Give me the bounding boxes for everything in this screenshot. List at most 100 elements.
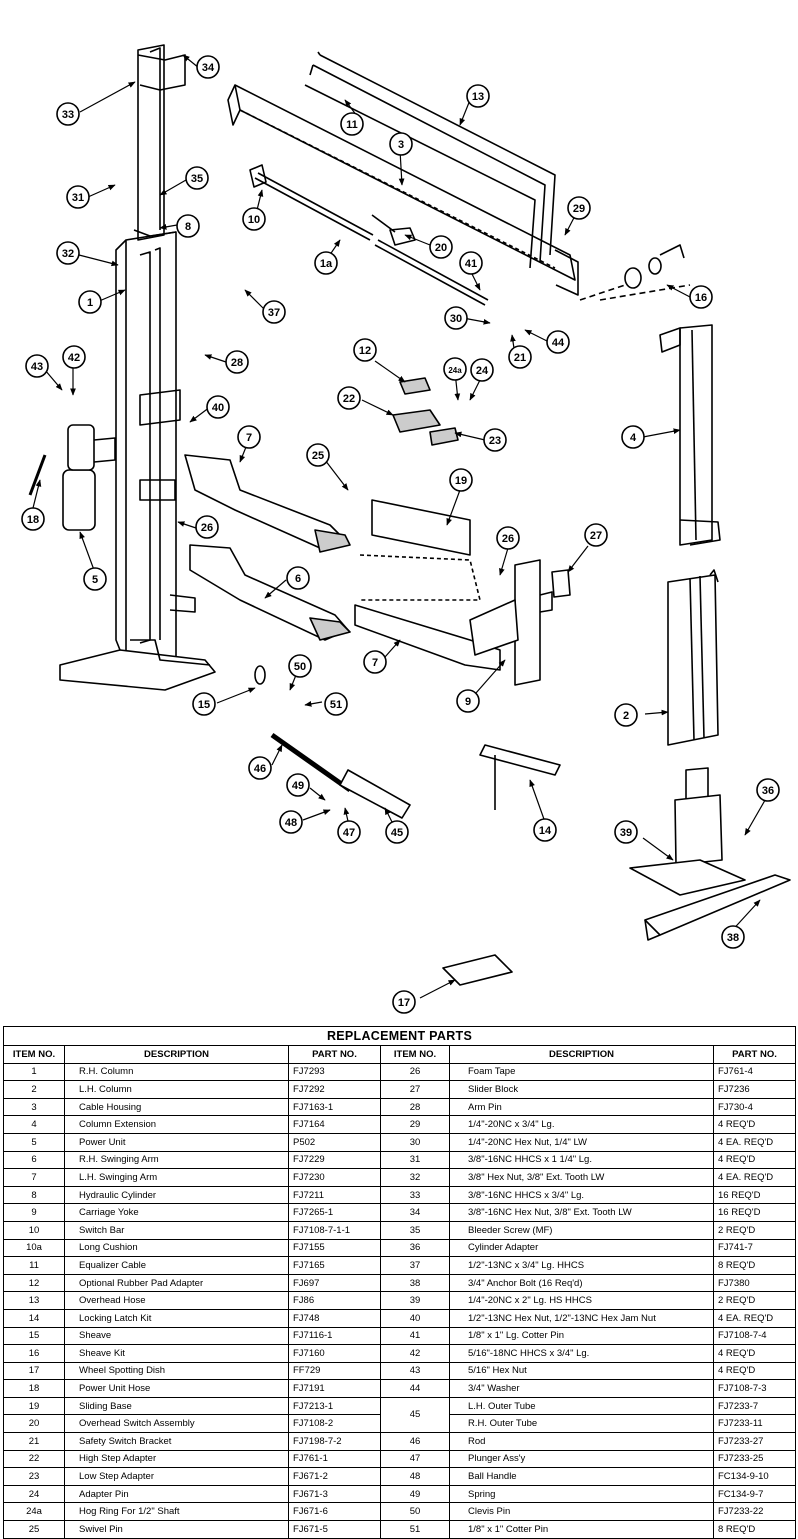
callout-circle	[621, 425, 645, 449]
callout-label: 44	[552, 337, 565, 349]
right-item-no: 48	[380, 1467, 450, 1486]
callout-circle	[340, 112, 364, 136]
callout-17: 17	[392, 990, 416, 1014]
right-part-no: 4 REQ'D	[712, 1150, 797, 1170]
left-description: Overhead Hose	[64, 1291, 289, 1310]
callout-label: 22	[343, 393, 355, 405]
right-part-no: 4 EA. REQ'D	[712, 1132, 797, 1152]
callout-label: 50	[294, 661, 306, 673]
right-item-no: 36	[380, 1238, 450, 1258]
right-description: 1/2"-13NC Hex Nut, 1/2"-13NC Hex Jam Nut	[449, 1308, 714, 1328]
callout-25: 25	[306, 443, 330, 467]
callout-label: 4	[630, 432, 637, 444]
right-description: Ball Handle	[449, 1467, 714, 1486]
callout-label: 9	[465, 696, 471, 708]
callout-circle	[337, 386, 361, 410]
callout-14: 14	[533, 818, 557, 842]
left-part-no: FJ761-1	[288, 1449, 381, 1469]
left-part-no: FJ7108-2	[288, 1414, 381, 1434]
callout-label: 26	[502, 533, 514, 545]
callout-label: 51	[330, 699, 342, 711]
callout-circle	[185, 166, 209, 190]
callout-label: 3	[398, 139, 404, 151]
callout-label: 32	[62, 248, 74, 260]
callout-28: 28	[225, 350, 249, 374]
callout-circle	[314, 251, 338, 275]
callout-circle	[470, 358, 494, 382]
callout-48: 48	[279, 810, 303, 834]
callout-circle	[337, 820, 361, 844]
callout-16: 16	[689, 285, 713, 309]
left-part-no: FJ7229	[288, 1150, 381, 1170]
callout-label: 15	[198, 699, 210, 711]
callout-21: 21	[508, 345, 532, 369]
left-description: Equalizer Cable	[64, 1256, 289, 1275]
callout-label: 23	[489, 435, 501, 447]
left-part-no: FJ7155	[288, 1238, 381, 1258]
callout-label: 37	[268, 307, 280, 319]
callout-36: 36	[756, 778, 780, 802]
left-item-no: 19	[3, 1396, 65, 1416]
callout-46: 46	[248, 756, 272, 780]
callout-30: 30	[444, 306, 468, 330]
left-item-no: 13	[3, 1291, 65, 1310]
callout-circle	[496, 526, 520, 550]
left-description: Carriage Yoke	[64, 1203, 289, 1222]
right-item-no: 30	[380, 1132, 450, 1152]
callout-18: 18	[21, 507, 45, 531]
left-description: Column Extension	[64, 1115, 289, 1134]
right-description: 3/8" Hex Nut, 3/8" Ext. Tooth LW	[449, 1168, 714, 1187]
callout-label: 2	[623, 710, 629, 722]
callout-10: 10	[242, 207, 266, 231]
right-item-no: 39	[380, 1291, 450, 1310]
right-item-no: 42	[380, 1344, 450, 1363]
callout-4: 4	[621, 425, 645, 449]
right-part-no: 2 REQ'D	[712, 1291, 797, 1310]
right-item-no: 26	[380, 1062, 450, 1082]
callout-label: 41	[465, 258, 477, 270]
lh-base-drawing	[629, 767, 791, 941]
right-description: Arm Pin	[449, 1097, 714, 1117]
left-item-no: 25	[3, 1520, 65, 1539]
right-item-no: 46	[380, 1432, 450, 1451]
callout-42: 42	[62, 345, 86, 369]
right-description: 5/16"-18NC HHCS x 3/4" Lg.	[449, 1344, 714, 1363]
right-part-no: 8 REQ'D	[712, 1256, 797, 1275]
right-description: R.H. Outer Tube	[449, 1414, 714, 1434]
left-item-no: 8	[3, 1185, 65, 1205]
right-description: Plunger Ass'y	[449, 1449, 714, 1469]
callout-label: 5	[92, 574, 98, 586]
left-description: Low Step Adapter	[64, 1467, 289, 1486]
right-description: 1/4"-20NC Hex Nut, 1/4" LW	[449, 1132, 714, 1152]
callout-7: 7	[237, 425, 261, 449]
callout-label: 28	[231, 357, 243, 369]
left-part-no: FJ671-2	[288, 1467, 381, 1486]
left-description: R.H. Column	[64, 1062, 289, 1082]
header-item-no: ITEM NO.	[3, 1045, 65, 1064]
callout-circle	[389, 132, 413, 156]
left-part-no: FJ86	[288, 1291, 381, 1310]
left-item-no: 7	[3, 1168, 65, 1187]
callout-13: 13	[466, 84, 490, 108]
left-description: Cable Housing	[64, 1097, 289, 1117]
left-part-no: FJ7163-1	[288, 1097, 381, 1117]
left-part-no: FJ7160	[288, 1344, 381, 1363]
callout-circle	[25, 354, 49, 378]
callout-label: 21	[514, 352, 526, 364]
callout-label: 34	[202, 62, 215, 74]
right-part-no: 4 EA. REQ'D	[712, 1308, 797, 1328]
callout-circle	[196, 55, 220, 79]
right-item-no: 45	[380, 1396, 450, 1434]
callout-label: 26	[201, 522, 213, 534]
callout-circle	[279, 810, 303, 834]
right-part-no: 2 REQ'D	[712, 1220, 797, 1240]
left-item-no: 21	[3, 1432, 65, 1451]
